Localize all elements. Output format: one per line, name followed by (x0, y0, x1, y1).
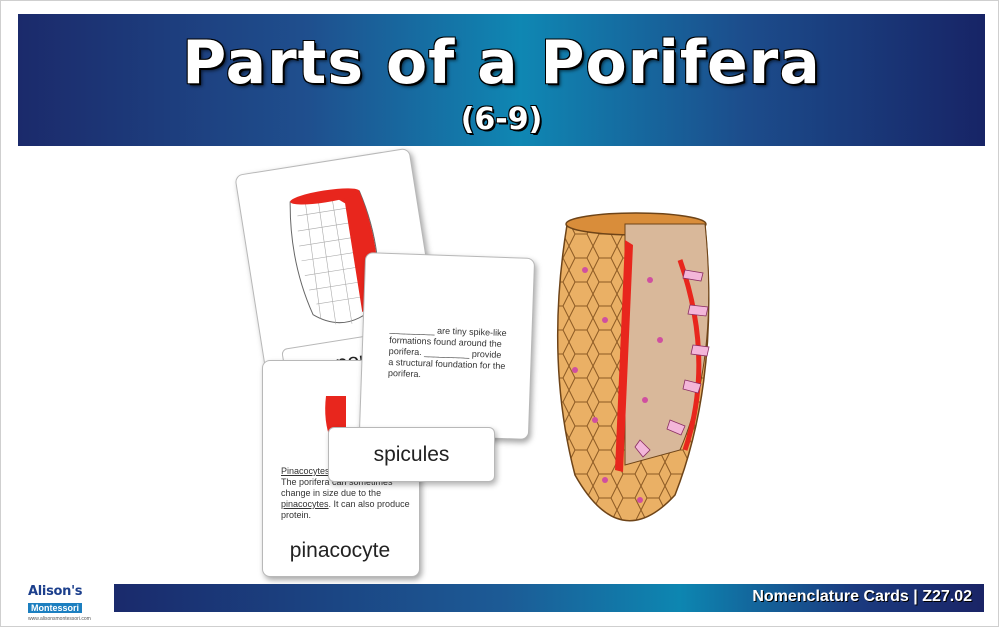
card4-label-box: pinacocyte (263, 529, 417, 573)
card3-label: spicules (373, 443, 450, 466)
footer-bar: Nomenclature Cards | Z27.02 (114, 584, 984, 612)
spicules-definition-text: _________ are tiny spike-like formations… (387, 323, 507, 380)
definition-end: . It can also produce protein. (281, 499, 410, 520)
footer-text: Nomenclature Cards | Z27.02 (752, 588, 972, 605)
pinacocytes-link-term: pinacocytes (281, 499, 329, 509)
logo-url: www.alisonsmontessori.com (28, 616, 91, 622)
title-banner: Parts of a Porifera (6-9) (18, 14, 985, 146)
page-subtitle: (6-9) (460, 102, 543, 137)
alisons-montessori-logo: Alison's Montessori www.alisonsmontessor… (28, 584, 108, 622)
porifera-cross-section-illustration (556, 212, 710, 522)
card4-label: pinacocyte (289, 539, 391, 562)
logo-wordmark: Alison's (28, 584, 83, 599)
page-title: Parts of a Porifera (182, 28, 821, 98)
spicules-definition-card: _________ are tiny spike-like formations… (358, 252, 536, 440)
logo-submark: Montessori (28, 603, 83, 613)
pinacocytes-term: Pinacocytes (281, 466, 330, 476)
spicules-label-card: spicules (328, 427, 495, 482)
